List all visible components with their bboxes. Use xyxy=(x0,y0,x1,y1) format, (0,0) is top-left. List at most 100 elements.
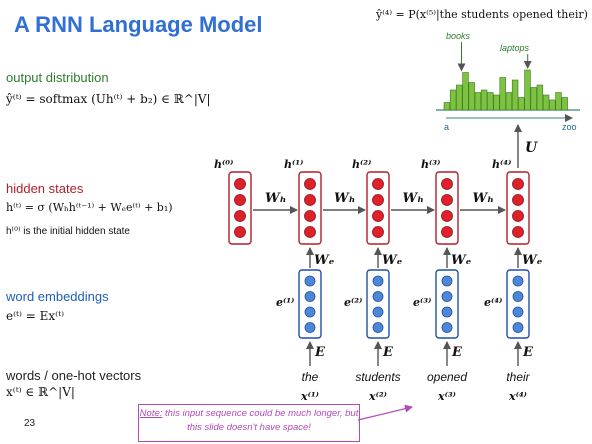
onehot-formula: x⁽ᵗ⁾ ∈ ℝ^|V| xyxy=(6,385,75,399)
histogram-bar xyxy=(449,89,457,111)
embedding-label: e⁽⁴⁾ xyxy=(484,296,502,309)
histogram-bar xyxy=(462,72,469,111)
output-distribution-label: output distribution xyxy=(6,70,109,85)
histogram-bar xyxy=(511,79,519,111)
hidden-formula: h⁽ᵗ⁾ = σ (Wₕh⁽ᵗ⁻¹⁾ + Wₑe⁽ᵗ⁾ + b₁) xyxy=(6,201,173,214)
hidden-neuron xyxy=(234,178,246,190)
embedding-label: e⁽³⁾ xyxy=(413,296,431,309)
input-word: their xyxy=(506,370,530,384)
hidden-state-label: h⁽⁰⁾ xyxy=(214,158,233,171)
embedding-formula: e⁽ᵗ⁾ = Ex⁽ᵗ⁾ xyxy=(6,309,65,323)
histogram-bar xyxy=(499,77,506,111)
hidden-neuron xyxy=(512,194,524,206)
histogram-bar xyxy=(443,102,451,111)
input-word: opened xyxy=(427,370,467,384)
words-onehot-label: words / one-hot vectors xyxy=(6,368,142,383)
embedding-neuron xyxy=(441,291,453,302)
note-box: Note: this input sequence could be much … xyxy=(138,404,360,442)
hidden-neuron xyxy=(372,194,384,206)
embedding-box xyxy=(366,269,390,339)
histogram-bar xyxy=(480,89,488,111)
hidden-neuron xyxy=(372,210,384,222)
histogram-bar xyxy=(555,92,562,111)
hidden-state-label: h⁽⁴⁾ xyxy=(492,158,511,171)
hidden-state-label: h⁽²⁾ xyxy=(352,158,371,171)
hidden-state-label: h⁽¹⁾ xyxy=(284,158,303,171)
page-number: 23 xyxy=(24,418,36,429)
histogram-bar xyxy=(468,82,475,111)
initial-hidden-note: h⁽⁰⁾ is the initial hidden state xyxy=(6,226,130,237)
hidden-states-label: hidden states xyxy=(6,181,84,196)
embedding-neuron xyxy=(304,306,316,318)
books-annotation: books xyxy=(446,31,471,41)
we-label: Wₑ xyxy=(314,253,335,268)
histogram-bar xyxy=(456,84,463,111)
onehot-label: x⁽⁴⁾ xyxy=(508,390,527,403)
hidden-neuron xyxy=(304,178,316,190)
histogram-bar xyxy=(474,92,482,111)
embedding-box xyxy=(506,269,530,339)
embedding-neuron xyxy=(304,322,316,333)
histogram-bar xyxy=(542,94,550,111)
hidden-state-box xyxy=(366,171,390,245)
input-word: students xyxy=(355,370,400,384)
embedding-neuron xyxy=(372,291,384,302)
embedding-neuron xyxy=(372,306,384,318)
embedding-neuron xyxy=(512,306,524,318)
hidden-state-box xyxy=(506,171,530,245)
hidden-neuron xyxy=(372,178,384,190)
hidden-neuron xyxy=(304,226,316,238)
hidden-neuron xyxy=(234,210,246,222)
hidden-state-label: h⁽³⁾ xyxy=(421,158,440,171)
embedding-label: e⁽¹⁾ xyxy=(276,296,294,309)
hidden-neuron xyxy=(304,210,316,222)
embedding-neuron xyxy=(441,322,453,333)
wh-label: Wₕ xyxy=(473,191,494,206)
we-label: Wₑ xyxy=(522,253,543,268)
embedding-neuron xyxy=(372,275,384,287)
hidden-neuron xyxy=(512,178,524,190)
embedding-label: e⁽²⁾ xyxy=(344,296,362,309)
u-matrix-label: U xyxy=(525,140,538,156)
histogram-bar xyxy=(493,94,500,111)
embedding-neuron xyxy=(304,275,316,287)
hidden-neuron xyxy=(304,194,316,206)
wh-label: Wₕ xyxy=(403,191,424,206)
e-matrix-label: E xyxy=(314,345,326,360)
input-word: the xyxy=(302,370,319,384)
hidden-state-box xyxy=(298,171,322,245)
histogram-bar xyxy=(524,69,531,111)
embedding-neuron xyxy=(512,291,524,302)
e-matrix-label: E xyxy=(382,345,394,360)
histogram-bar xyxy=(505,92,513,111)
note-text: this input sequence could be much longer… xyxy=(162,408,359,433)
histogram-bar xyxy=(561,97,568,111)
slide-title: A RNN Language Model xyxy=(14,12,263,37)
histogram-bar xyxy=(536,84,544,111)
embedding-neuron xyxy=(512,322,524,333)
embedding-neuron xyxy=(512,275,524,287)
note-prefix: Note: xyxy=(139,408,163,419)
e-matrix-label: E xyxy=(451,345,463,360)
onehot-label: x⁽¹⁾ xyxy=(300,390,319,403)
histogram-bar xyxy=(549,99,556,111)
axis-end-label: zoo xyxy=(562,122,577,132)
hidden-neuron xyxy=(512,210,524,222)
hidden-neuron xyxy=(441,226,453,238)
e-matrix-label: E xyxy=(522,345,534,360)
hidden-neuron xyxy=(441,210,453,222)
laptops-annotation: laptops xyxy=(500,43,530,53)
top-formula: ŷ⁽⁴⁾ = P(x⁽⁵⁾|the students opened their) xyxy=(376,8,588,21)
hidden-neuron xyxy=(441,178,453,190)
hidden-neuron xyxy=(512,226,524,238)
wh-label: Wₕ xyxy=(265,191,286,206)
output-formula: ŷ⁽ᵗ⁾ = softmax (Uh⁽ᵗ⁾ + b₂) ∈ ℝ^|V| xyxy=(6,92,211,106)
embedding-neuron xyxy=(304,291,316,302)
hidden-neuron xyxy=(372,226,384,238)
embedding-neuron xyxy=(372,322,384,333)
embedding-box xyxy=(298,269,322,339)
histogram-bar xyxy=(530,87,537,111)
hidden-neuron xyxy=(234,194,246,206)
embedding-neuron xyxy=(441,275,453,287)
